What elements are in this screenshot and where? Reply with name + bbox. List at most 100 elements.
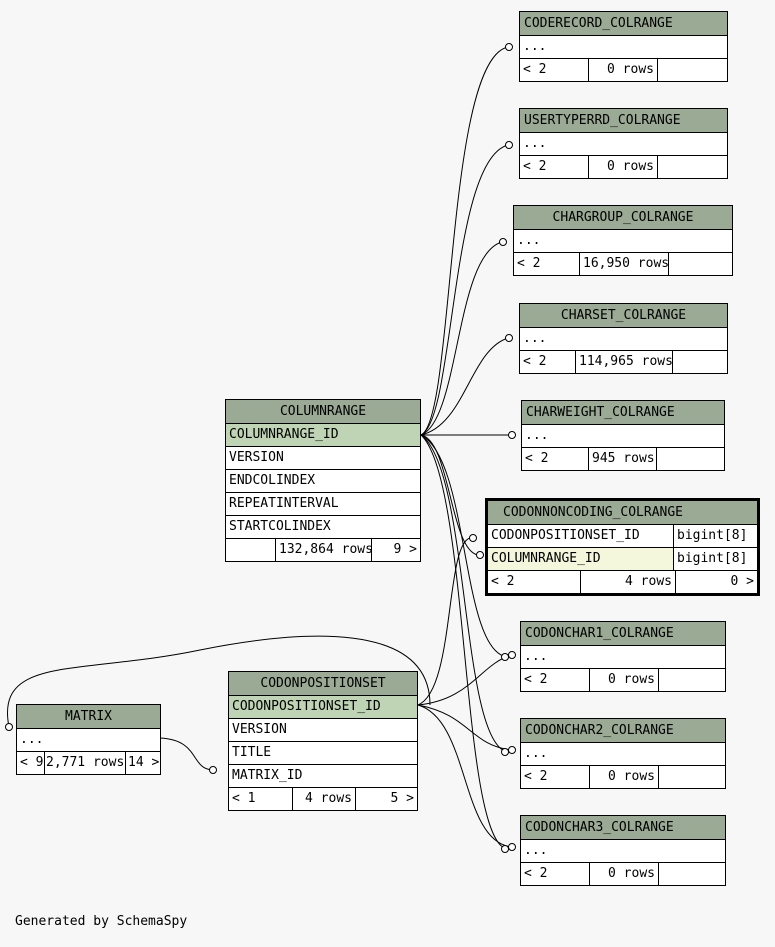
column-title[interactable]: TITLE (229, 742, 417, 765)
edge-codonpositionset-codonchar3 (417, 704, 512, 848)
table-charweight-colrange[interactable]: CHARWEIGHT_COLRANGE ... < 2 945 rows (521, 400, 725, 471)
table-title[interactable]: CODONCHAR3_COLRANGE (521, 816, 725, 840)
edge-columnrange-chargroup (420, 241, 503, 436)
edge-columnrange-codonnoncoding (420, 434, 479, 556)
columns-placeholder: ... (522, 425, 724, 448)
edge-codonpositionset-matrix-self (7, 635, 431, 728)
table-title[interactable]: CODONNONCODING_COLRANGE (488, 501, 757, 525)
columns-placeholder: ... (514, 230, 732, 253)
table-title[interactable]: MATRIX (17, 705, 160, 729)
parent-count[interactable]: < 2 (488, 571, 581, 593)
child-count[interactable] (659, 669, 725, 691)
child-count[interactable] (673, 351, 727, 373)
edge-columnrange-codonchar3 (420, 434, 508, 850)
table-title[interactable]: CHARSET_COLRANGE (520, 304, 727, 328)
parent-count[interactable] (226, 539, 276, 561)
table-title[interactable]: CHARWEIGHT_COLRANGE (522, 401, 724, 425)
table-columnrange[interactable]: COLUMNRANGE COLUMNRANGE_ID VERSION ENDCO… (225, 399, 421, 562)
column-codonpositionset-id[interactable]: CODONPOSITIONSET_ID bigint[8] (488, 525, 757, 548)
edge-matrix-codonpositionset (159, 737, 213, 771)
parent-count[interactable]: < 2 (520, 156, 589, 178)
row-count: 945 rows (589, 448, 657, 470)
child-count[interactable] (659, 766, 725, 788)
parent-count[interactable]: < 2 (514, 253, 580, 275)
table-footer: < 2 4 rows 0 > (488, 571, 757, 593)
column-endcolindex[interactable]: ENDCOLINDEX (226, 470, 420, 493)
parent-count[interactable]: < 2 (520, 351, 576, 373)
column-type: bigint[8] (673, 548, 757, 570)
table-matrix[interactable]: MATRIX ... < 9 2,771 rows 14 > (16, 704, 161, 775)
column-repeatinterval[interactable]: REPEATINTERVAL (226, 493, 420, 516)
row-count: 4 rows (293, 788, 356, 810)
table-footer: < 2 0 rows (521, 766, 725, 788)
table-title[interactable]: CODONCHAR2_COLRANGE (521, 719, 725, 743)
table-footer: < 2 0 rows (521, 669, 725, 691)
table-footer: < 2 0 rows (520, 156, 727, 178)
column-name: CODONPOSITIONSET_ID (491, 528, 640, 543)
column-columnrange-id[interactable]: COLUMNRANGE_ID (226, 424, 420, 447)
parent-count[interactable]: < 1 (229, 788, 293, 810)
table-codonchar2-colrange[interactable]: CODONCHAR2_COLRANGE ... < 2 0 rows (520, 718, 726, 789)
child-count[interactable]: 9 > (393, 542, 417, 557)
table-usertyperrd-colrange[interactable]: USERTYPERRD_COLRANGE ... < 2 0 rows (519, 108, 728, 179)
table-codonnoncoding-colrange[interactable]: CODONNONCODING_COLRANGE CODONPOSITIONSET… (485, 498, 760, 596)
columns-placeholder: ... (520, 328, 727, 351)
columns-placeholder: ... (520, 133, 727, 156)
edge-columnrange-coderecord (420, 46, 509, 436)
row-count: 4 rows (581, 571, 676, 593)
row-count: 16,950 rows (580, 253, 669, 275)
column-version[interactable]: VERSION (226, 447, 420, 470)
child-count[interactable] (659, 863, 725, 885)
parent-count[interactable]: < 9 (17, 752, 45, 774)
parent-count[interactable]: < 2 (520, 59, 589, 81)
table-codonpositionset[interactable]: CODONPOSITIONSET CODONPOSITIONSET_ID VER… (228, 671, 418, 811)
table-title[interactable]: CHARGROUP_COLRANGE (514, 206, 732, 230)
row-count: 114,965 rows (576, 351, 673, 373)
parent-count[interactable]: < 2 (521, 766, 590, 788)
child-count[interactable] (657, 448, 724, 470)
column-version[interactable]: VERSION (229, 719, 417, 742)
generated-by-caption: Generated by SchemaSpy (15, 914, 188, 929)
table-chargroup-colrange[interactable]: CHARGROUP_COLRANGE ... < 2 16,950 rows (513, 205, 733, 276)
column-type: bigint[8] (673, 525, 757, 547)
child-count[interactable] (669, 253, 732, 275)
parent-count[interactable]: < 2 (521, 669, 590, 691)
row-count: 0 rows (590, 863, 659, 885)
row-count: 0 rows (589, 156, 658, 178)
table-footer: < 1 4 rows 5 > (229, 788, 417, 810)
table-codonchar3-colrange[interactable]: CODONCHAR3_COLRANGE ... < 2 0 rows (520, 815, 726, 886)
table-title[interactable]: USERTYPERRD_COLRANGE (520, 109, 727, 133)
columns-placeholder: ... (521, 646, 725, 669)
child-count[interactable]: 0 > (730, 574, 754, 589)
table-title[interactable]: CODONCHAR1_COLRANGE (521, 622, 725, 646)
row-count: 2,771 rows (45, 752, 126, 774)
column-name: COLUMNRANGE_ID (488, 548, 673, 570)
child-count[interactable] (658, 156, 727, 178)
child-count[interactable]: 5 > (390, 791, 414, 806)
column-matrix-id[interactable]: MATRIX_ID (229, 765, 417, 788)
table-title[interactable]: COLUMNRANGE (226, 400, 420, 424)
columns-placeholder: ... (17, 729, 160, 752)
columns-placeholder: ... (521, 840, 725, 863)
table-footer: < 9 2,771 rows 14 > (17, 752, 160, 774)
child-count[interactable]: 14 > (128, 755, 160, 770)
column-columnrange-id[interactable]: COLUMNRANGE_ID bigint[8] (488, 548, 757, 571)
table-title[interactable]: CODONPOSITIONSET (229, 672, 417, 696)
table-coderecord-colrange[interactable]: CODERECORD_COLRANGE ... < 2 0 rows (519, 11, 728, 82)
table-charset-colrange[interactable]: CHARSET_COLRANGE ... < 2 114,965 rows (519, 303, 728, 374)
column-startcolindex[interactable]: STARTCOLINDEX (226, 516, 420, 539)
row-count: 0 rows (589, 59, 658, 81)
edge-columnrange-codonchar2 (420, 434, 508, 753)
table-codonchar1-colrange[interactable]: CODONCHAR1_COLRANGE ... < 2 0 rows (520, 621, 726, 692)
column-codonpositionset-id[interactable]: CODONPOSITIONSET_ID (229, 696, 417, 719)
edge-columnrange-charset (420, 337, 509, 436)
child-count[interactable] (658, 59, 727, 81)
parent-count[interactable]: < 2 (521, 863, 590, 885)
parent-count[interactable]: < 2 (522, 448, 589, 470)
columns-placeholder: ... (520, 36, 727, 59)
row-count: 0 rows (590, 669, 659, 691)
table-title[interactable]: CODERECORD_COLRANGE (520, 12, 727, 36)
table-footer: < 2 0 rows (521, 863, 725, 885)
row-count: 0 rows (590, 766, 659, 788)
